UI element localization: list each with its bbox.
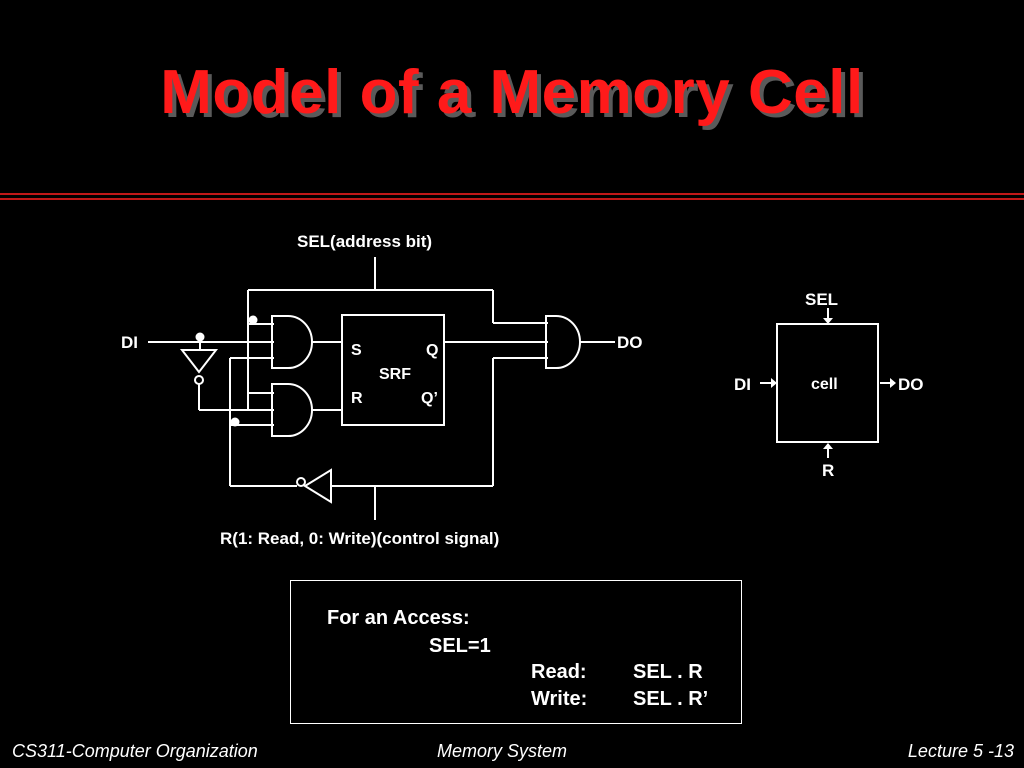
access-read-label: Read:: [531, 661, 587, 683]
srf-r-label: R: [351, 390, 363, 407]
cell-di-arrow: [771, 378, 777, 388]
title-rule-top: [0, 193, 1024, 195]
cell-do-label: DO: [898, 375, 924, 394]
srf-name-label: SRF: [379, 366, 411, 383]
cell-r-arrow: [823, 443, 833, 449]
di-label: DI: [121, 333, 138, 352]
footer-lecture: Lecture 5 -13: [907, 741, 1014, 761]
and-gate-output: [545, 315, 581, 369]
cell-do-arrow: [890, 378, 896, 388]
r-inverter: [303, 468, 332, 504]
sel-address-label: SEL(address bit): [297, 232, 433, 251]
slide-title: Model of a Memory Cell: [160, 58, 864, 127]
srf-s-label: S: [351, 342, 362, 359]
and-gate-set: [271, 315, 313, 369]
access-read-expr: SEL . R: [633, 661, 703, 683]
footer-course: CS311-Computer Organization: [12, 741, 258, 761]
access-note-box: For an Access: SEL=1 Read: SEL . R Write…: [290, 580, 742, 724]
and-gate-reset: [271, 383, 313, 437]
r-control-label: R(1: Read, 0: Write)(control signal): [220, 529, 500, 548]
cell-name-label: cell: [811, 376, 838, 393]
access-heading: For an Access:: [327, 607, 470, 629]
srf-qbar-label: Q’: [421, 390, 438, 407]
srf-q-label: Q: [426, 342, 439, 359]
di-inverter: [179, 349, 219, 374]
access-write-label: Write:: [531, 688, 588, 710]
cell-r-label: R: [822, 461, 835, 480]
footer-topic: Memory System: [437, 741, 568, 761]
do-label: DO: [617, 333, 643, 352]
cell-di-label: DI: [734, 375, 751, 394]
cell-sel-label: SEL: [805, 290, 839, 309]
srf-box: [341, 314, 445, 426]
cell-sel-arrow: [823, 318, 833, 324]
access-write-expr: SEL . R’: [633, 688, 709, 710]
title-rule-bottom: [0, 198, 1024, 200]
access-sel-eq: SEL=1: [429, 635, 491, 657]
